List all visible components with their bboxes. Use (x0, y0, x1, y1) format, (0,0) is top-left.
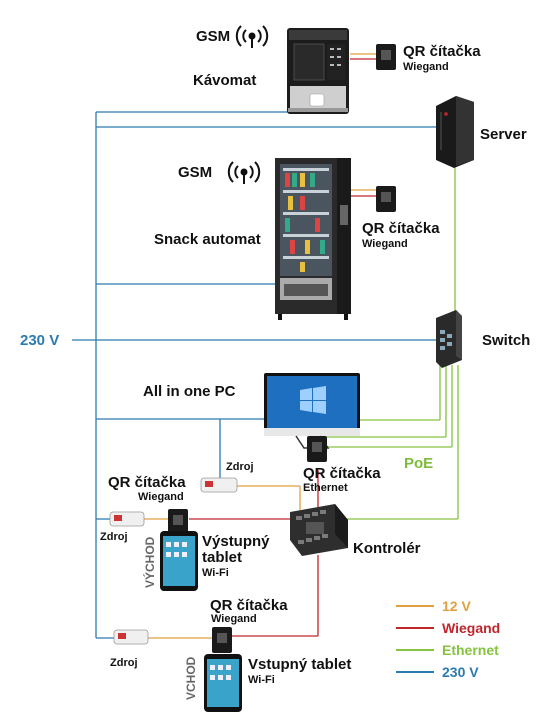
snack-machine-image (275, 158, 351, 320)
snack-machine-label: Snack automat (154, 231, 261, 248)
ethernet-sublabel: Ethernet (303, 482, 348, 494)
tablet-image (160, 531, 242, 712)
signal-icon (227, 161, 261, 184)
power-supply-label: Zdroj (100, 531, 128, 543)
entry-tablet-label: Vstupný tablet (248, 656, 352, 673)
qr-reader-label: QR čítačka (303, 465, 381, 482)
server-label: Server (480, 126, 527, 143)
coffee-machine-image (287, 28, 349, 114)
power-supply-image (109, 477, 238, 645)
entry-direction-label: VCHOD (184, 656, 198, 700)
legend-label-12v: 12 V (442, 598, 471, 614)
controller-image (290, 504, 348, 556)
wiegand-sublabel: Wiegand (362, 238, 408, 250)
legend-swatch-230v (396, 671, 434, 673)
wiegand-sublabel: Wiegand (138, 491, 184, 503)
power-supply-label: Zdroj (226, 461, 254, 473)
exit-direction-label: VÝCHOD (143, 536, 157, 588)
controller-label: Kontrolér (353, 540, 421, 557)
wiegand-sublabel: Wiegand (211, 613, 257, 625)
exit-tablet-label: Výstupný (202, 533, 270, 550)
wifi-sublabel: Wi-Fi (248, 674, 275, 686)
wiegand-sublabel: Wiegand (403, 61, 449, 73)
power-230v-label: 230 V (20, 332, 60, 349)
signal-icon (235, 25, 269, 48)
exit-tablet-label-2: tablet (202, 549, 243, 566)
legend-label-wiegand: Wiegand (442, 620, 501, 636)
wifi-sublabel: Wi-Fi (202, 567, 229, 579)
ethernet-lines (320, 165, 459, 520)
qr-reader-label: QR čítačka (210, 597, 288, 614)
aio-pc-image (264, 373, 360, 449)
legend-swatch-12v (396, 605, 434, 607)
qr-reader-label: QR čítačka (403, 43, 481, 60)
qr-reader-label: QR čítačka (362, 220, 440, 237)
switch-label: Switch (482, 332, 531, 349)
legend-swatch-ethernet (396, 649, 434, 651)
legend-label-ethernet: Ethernet (442, 642, 499, 658)
gsm-label: GSM (178, 164, 213, 181)
coffee-machine-label: Kávomat (193, 72, 257, 89)
aio-pc-label: All in one PC (143, 383, 236, 400)
server-image (436, 96, 474, 168)
qr-reader-label: QR čítačka (108, 474, 186, 491)
power-supply-label: Zdroj (110, 657, 138, 669)
power-230v-lines (72, 108, 440, 639)
qr-reader-image (168, 44, 396, 653)
legend-swatch-wiegand (396, 627, 434, 629)
gsm-label: GSM (196, 28, 231, 45)
poe-label: PoE (404, 455, 434, 472)
legend-label-230v: 230 V (442, 664, 479, 680)
switch-image (436, 310, 462, 368)
